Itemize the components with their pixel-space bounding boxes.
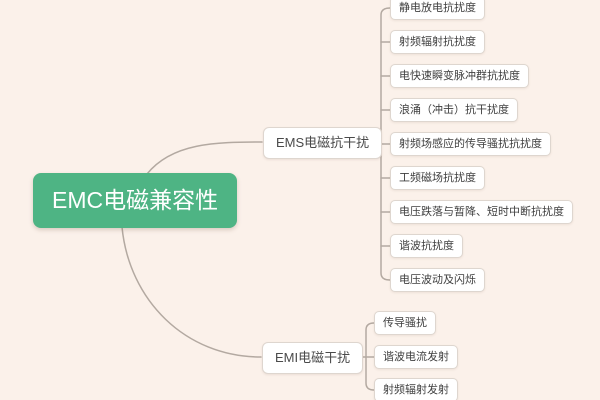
leaf-node-ems-child-8[interactable]: 电压波动及闪烁 [390, 268, 485, 292]
leaf-node-ems-child-1[interactable]: 射频辐射抗扰度 [390, 30, 485, 54]
leaf-node-emi-child-0[interactable]: 传导骚扰 [374, 311, 436, 335]
branch-node-emi[interactable]: EMI电磁干扰 [262, 342, 364, 374]
link-root-to-emi [121, 226, 262, 358]
leaf-node-ems-child-2[interactable]: 电快速瞬变脉冲群抗扰度 [390, 64, 529, 88]
leaf-node-emi-child-1[interactable]: 谐波电流发射 [374, 345, 458, 369]
leaf-node-ems-child-0[interactable]: 静电放电抗扰度 [390, 0, 485, 20]
link-emi-bracket [365, 322, 375, 391]
leaf-node-ems-child-4[interactable]: 射频场感应的传导骚扰抗扰度 [390, 132, 551, 156]
link-root-to-ems [146, 141, 263, 175]
leaf-node-ems-child-5[interactable]: 工频磁场抗扰度 [390, 166, 485, 190]
leaf-node-ems-child-6[interactable]: 电压跌落与暂降、短时中断抗扰度 [390, 200, 573, 224]
link-ems-bracket [380, 7, 391, 281]
leaf-node-ems-child-3[interactable]: 浪涌（冲击）抗干扰度 [390, 98, 518, 122]
root-node-emc[interactable]: EMC电磁兼容性 [33, 173, 238, 228]
branch-node-ems[interactable]: EMS电磁抗干扰 [263, 127, 383, 159]
leaf-node-ems-child-7[interactable]: 谐波抗扰度 [390, 234, 463, 258]
leaf-node-emi-child-2[interactable]: 射频辐射发射 [374, 378, 458, 400]
